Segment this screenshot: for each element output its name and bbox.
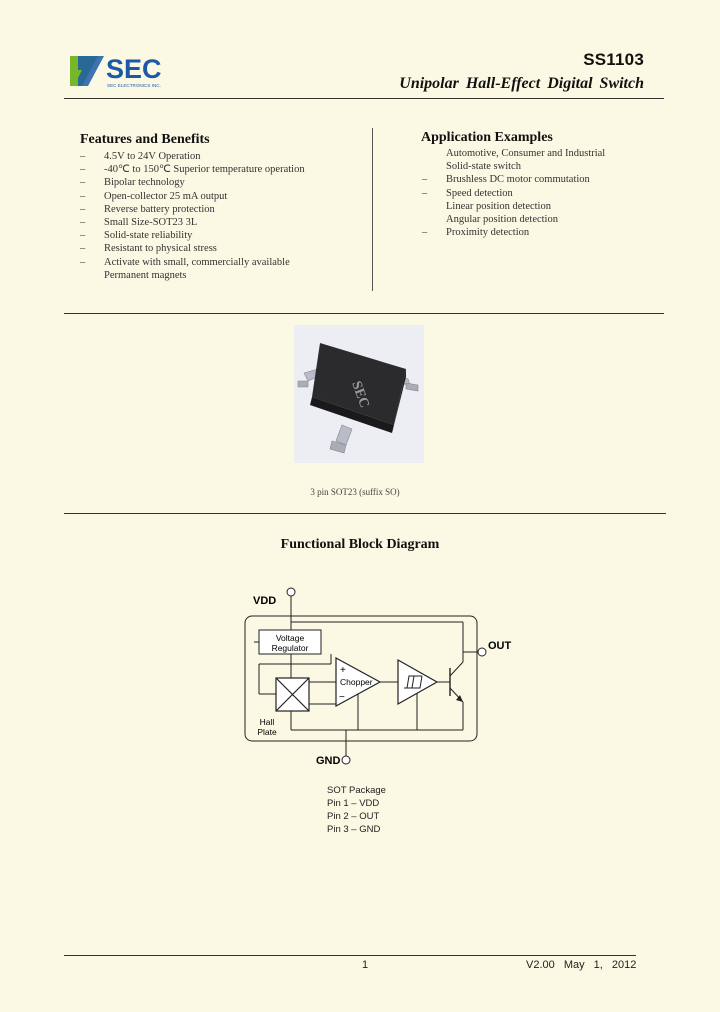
- feature-item: Resistant to physical stress: [80, 242, 370, 255]
- photo-caption: 3 pin SOT23 (suffix SO): [310, 487, 400, 497]
- hall-label-1: Hall: [260, 717, 275, 727]
- application-item: Brushless DC motor commutation: [422, 173, 652, 186]
- date: May 1, 2012: [563, 959, 637, 971]
- hall-label-2: Plate: [257, 727, 277, 737]
- part-number: SS1103: [583, 50, 644, 69]
- application-item: Solid-state switch: [446, 161, 521, 173]
- out-label: OUT: [488, 640, 512, 652]
- application-item: Linear position detection: [446, 200, 551, 212]
- column-divider: [372, 128, 373, 291]
- feature-item: Open-collector 25 mA output: [80, 190, 370, 203]
- vdd-label: VDD: [253, 595, 276, 607]
- version: V2.00: [526, 959, 555, 971]
- section-divider: [64, 513, 666, 514]
- document-subtitle: Unipolar Hall-Effect Digital Switch: [399, 75, 644, 92]
- feature-item: 4.5V to 24V Operation: [80, 150, 370, 163]
- section-divider: [64, 313, 664, 314]
- header-divider: [64, 98, 664, 99]
- pinout-block: SOT Package Pin 1 – VDD Pin 2 – OUT Pin …: [327, 784, 386, 836]
- features-heading: Features and Benefits: [80, 132, 210, 147]
- footer-divider: [64, 955, 636, 956]
- gnd-label: GND: [316, 755, 341, 767]
- application-item: Speed detection: [422, 187, 652, 200]
- feature-item: Bipolar technology: [80, 176, 370, 189]
- feature-item: -40℃ to 150℃ Superior temperature operat…: [80, 163, 370, 176]
- regulator-label-1: Voltage: [276, 633, 305, 643]
- pin-3: Pin 3 – GND: [327, 824, 381, 835]
- version-date: V2.00 May 1, 2012: [526, 959, 636, 971]
- application-item: Angular position detection: [446, 214, 558, 226]
- feature-item: Solid-state reliability: [80, 229, 370, 242]
- chopper-label: Chopper: [340, 677, 373, 687]
- applications-heading: Application Examples: [421, 130, 553, 145]
- company-logo: SEC SEC ELECTRONICS INC.: [68, 52, 186, 92]
- functional-block-diagram: VDD Voltage Regulator Hall Plate + − Cho…: [236, 582, 526, 772]
- feature-item: Permanent magnets: [104, 269, 187, 281]
- application-item: Proximity detection: [422, 226, 652, 239]
- plus-sign: +: [340, 665, 346, 676]
- regulator-label-2: Regulator: [272, 643, 309, 653]
- logo-text: SEC: [106, 54, 162, 84]
- pin-2: Pin 2 – OUT: [327, 811, 380, 822]
- feature-item: Small Size-SOT23 3L: [80, 216, 370, 229]
- page-number: 1: [362, 959, 369, 971]
- minus-sign: −: [339, 692, 345, 703]
- pinout-title: SOT Package: [327, 785, 386, 796]
- block-diagram-title: Functional Block Diagram: [280, 537, 440, 552]
- pin-1: Pin 1 – VDD: [327, 798, 380, 809]
- features-list: 4.5V to 24V Operation-40℃ to 150℃ Superi…: [80, 150, 370, 282]
- package-photo: SEC: [294, 325, 424, 463]
- application-item: Automotive, Consumer and Industrial: [446, 148, 606, 159]
- feature-item: Reverse battery protection: [80, 203, 370, 216]
- feature-item: Activate with small, commercially availa…: [80, 256, 370, 269]
- logo-subtext: SEC ELECTRONICS INC.: [107, 83, 161, 88]
